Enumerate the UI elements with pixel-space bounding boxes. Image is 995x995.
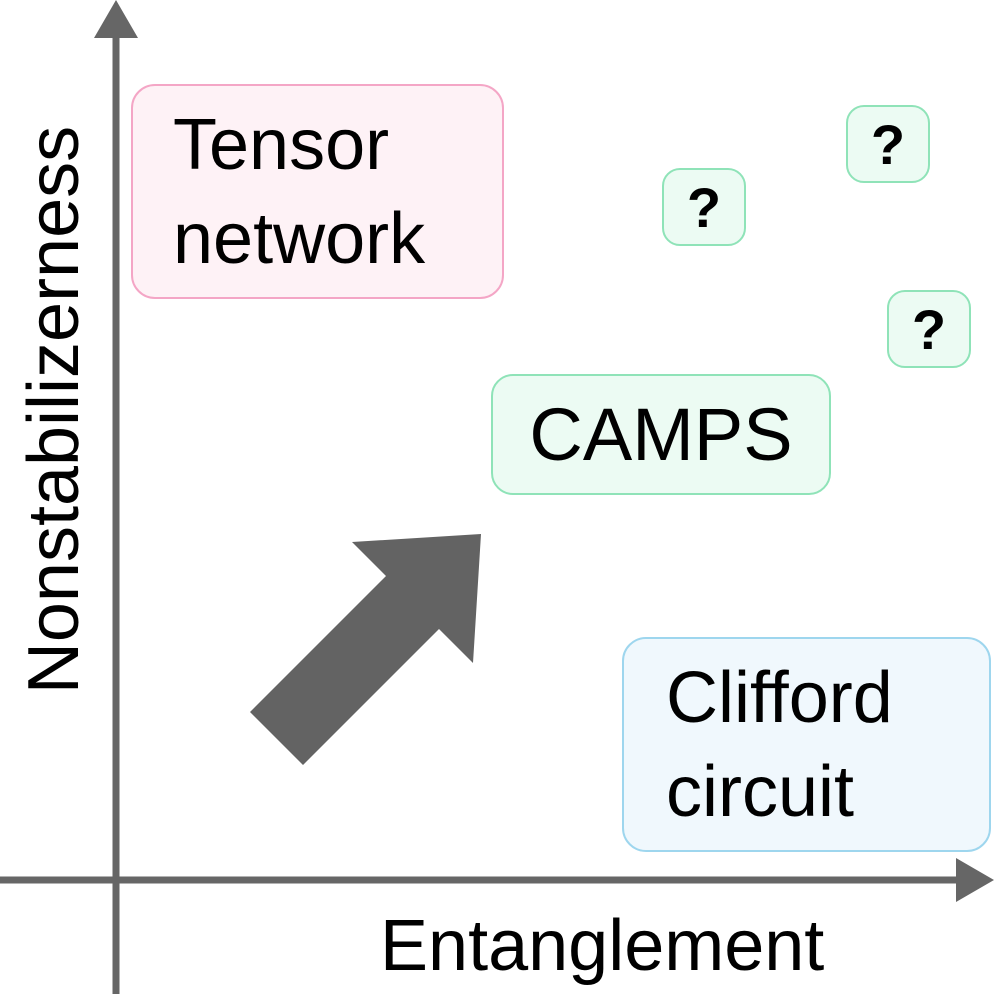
clifford-circuit-label: Clifford circuit xyxy=(666,651,893,839)
clifford-circuit-line-2: circuit xyxy=(666,751,855,832)
y-axis-label: Nonstabilizerness xyxy=(14,125,94,695)
tensor-network-line-2: network xyxy=(173,198,426,279)
clifford-circuit-box: Clifford circuit xyxy=(622,637,991,852)
question-mark: ? xyxy=(911,297,947,361)
tensor-network-label: Tensor network xyxy=(173,98,425,286)
tensor-network-box: Tensor network xyxy=(131,84,504,299)
camps-label: CAMPS xyxy=(529,393,793,476)
unknown-marker-box: ? xyxy=(846,105,930,183)
clifford-circuit-line-1: Clifford xyxy=(666,657,893,738)
camps-box: CAMPS xyxy=(491,374,831,495)
x-axis-arrowhead xyxy=(956,858,994,902)
tensor-network-line-1: Tensor xyxy=(173,104,390,185)
trend-arrow xyxy=(250,534,481,765)
question-mark: ? xyxy=(870,112,906,176)
y-axis-arrowhead xyxy=(94,0,138,38)
question-mark: ? xyxy=(686,175,722,239)
x-axis-label: Entanglement xyxy=(380,906,825,986)
unknown-marker-box: ? xyxy=(887,290,971,368)
unknown-marker-box: ? xyxy=(662,168,746,246)
